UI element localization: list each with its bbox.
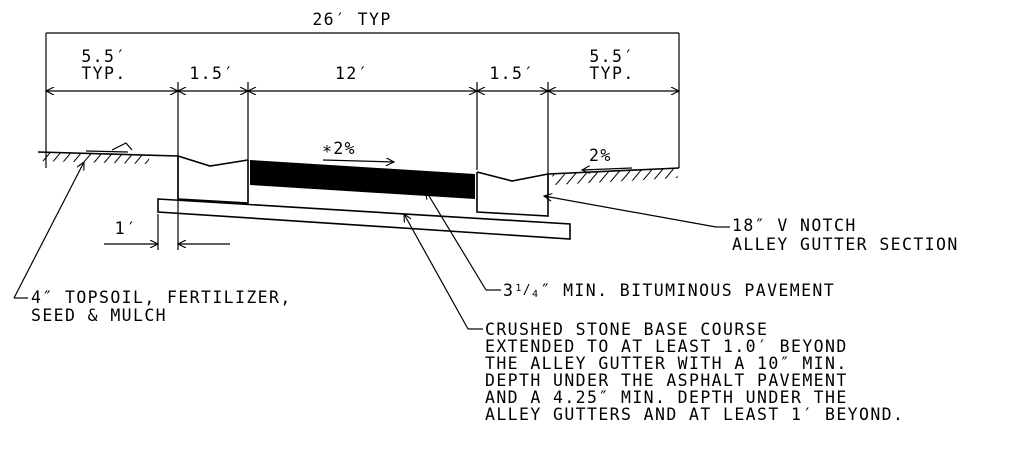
topsoil-leader [13,162,84,299]
left-gutter-block [177,156,249,204]
slope-annotations: ∗2% 2% [322,139,633,170]
right-gutter-v-notch [476,171,549,182]
base-course-leader [404,214,469,330]
base-course-line-5: AND A 4.25″ MIN. DEPTH UNDER THE [485,388,848,407]
base-offset-label: 1′ [115,219,138,238]
pavement-width-dim: 12′ [335,64,369,83]
pavement-slope-label: ∗2% [322,139,356,158]
overall-dim-label: 26′ TYP [312,10,391,29]
base-course-line-2: EXTENDED TO AT LEAST 1.0′ BEYOND [485,337,848,356]
callout-base-course: CRUSHED STONE BASE COURSE EXTENDED TO AT… [404,214,904,424]
left-slope-arrow-head [111,142,133,151]
topsoil-callout-line1: 4″ TOPSOIL, FERTILIZER, [31,288,292,307]
right-shoulder-typ: TYP. [589,64,634,83]
pavement-callout: 31/4″ MIN. BITUMINOUS PAVEMENT [503,281,835,300]
left-gutter-dim: 1.5′ [189,64,234,83]
right-shoulder-dim: 5.5′ [589,47,634,66]
left-slope-arrow [85,150,129,153]
base-course-line-1: CRUSHED STONE BASE COURSE [485,320,768,339]
shoulder-slope-label: 2% [589,146,612,165]
left-gutter-v-notch [177,155,249,167]
left-shoulder-dim: 5.5′ [81,47,126,66]
gutter-callout-line2: ALLEY GUTTER SECTION [732,235,959,254]
bituminous-pavement [250,160,475,199]
overall-dimension: 26′ TYP [45,10,680,168]
base-course-line-3: THE ALLEY GUTTER WITH A 10″ MIN. [485,354,848,373]
right-gutter-dim: 1.5′ [489,64,534,83]
gutter-leader [544,196,717,228]
right-gutter-block [476,172,549,217]
right-topsoil-hatch [552,168,678,185]
shoulder-slope-arrow [582,168,633,170]
pavement-slope-arrow [322,160,394,162]
left-topsoil-hatch [38,152,150,164]
segment-dimensions: 5.5′ TYP. 1.5′ 12′ 1.5′ 5.5′ TYP. [46,47,679,200]
base-offset-dimension: 1′ [104,200,230,250]
topsoil-callout-line2: SEED & MULCH [31,306,167,325]
cross-section [37,142,680,240]
gutter-callout-line1: 18″ V NOTCH [732,216,857,235]
callout-gutter: 18″ V NOTCH ALLEY GUTTER SECTION [544,196,959,254]
pavement-leader [426,191,487,291]
crushed-stone-base [157,198,571,240]
callout-topsoil: 4″ TOPSOIL, FERTILIZER, SEED & MULCH [13,162,292,325]
base-course-line-6: ALLEY GUTTERS AND AT LEAST 1′ BEYOND. [485,405,904,424]
left-shoulder-typ: TYP. [81,64,126,83]
callout-pavement: 31/4″ MIN. BITUMINOUS PAVEMENT [426,191,835,300]
base-course-line-4: DEPTH UNDER THE ASPHALT PAVEMENT [485,371,848,390]
